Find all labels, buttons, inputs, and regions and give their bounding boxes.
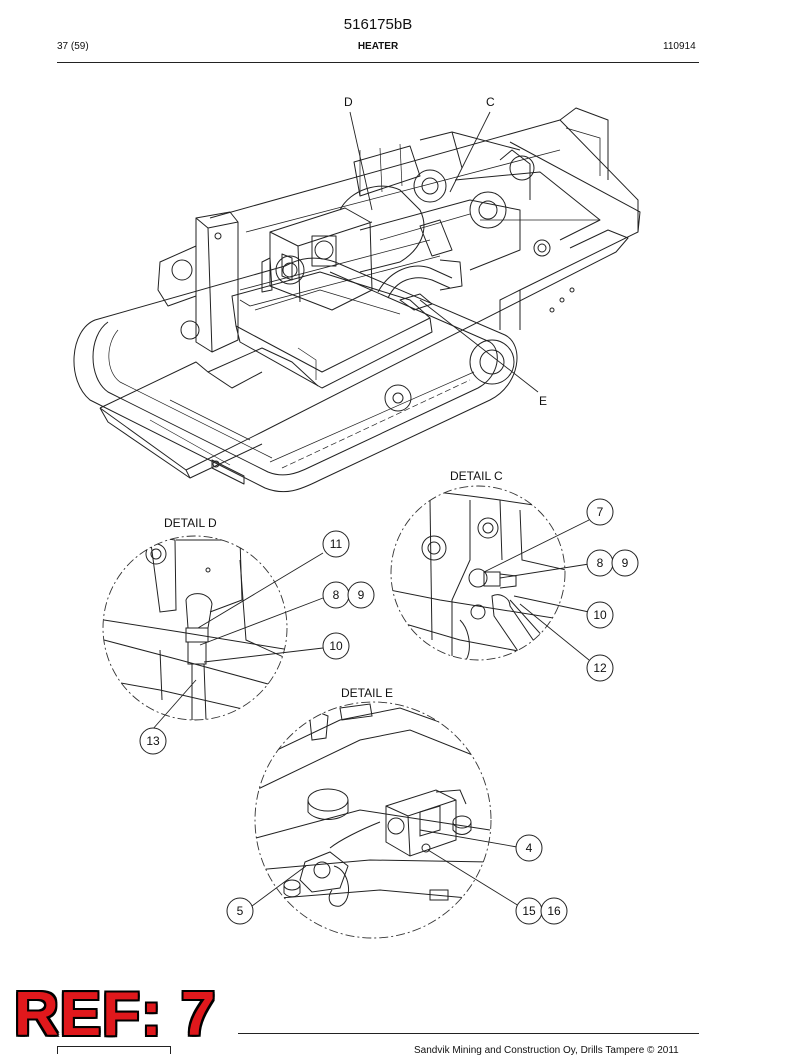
callout-e-16: 16 — [547, 904, 561, 918]
callout-d-10: 10 — [329, 639, 343, 653]
callout-d-13: 13 — [146, 734, 160, 748]
document-code: 516175bB — [343, 16, 413, 33]
callout-e-4: 4 — [526, 841, 533, 855]
footer-rule — [238, 1033, 699, 1034]
callout-e-5: 5 — [237, 904, 244, 918]
page-number: 37 (59) — [57, 41, 89, 52]
callout-c-9: 9 — [622, 556, 629, 570]
callout-c-12: 12 — [593, 661, 607, 675]
callout-d-9: 9 — [358, 588, 365, 602]
footer-copyright: Sandvik Mining and Construction Oy, Dril… — [414, 1045, 679, 1056]
callout-d-8: 8 — [333, 588, 340, 602]
callout-d-11: 11 — [330, 537, 343, 551]
header-rule — [57, 62, 699, 63]
detail-e-label: DETAIL E — [341, 686, 393, 700]
view-label-c: C — [486, 95, 495, 109]
view-label-d: D — [344, 95, 353, 109]
callout-c-8: 8 — [597, 556, 604, 570]
callout-c-10: 10 — [593, 608, 607, 622]
detail-c-view: DETAIL C 7 8 9 10 12 — [390, 469, 639, 682]
main-machine-view — [73, 107, 641, 493]
revision-code: 110914 — [663, 41, 696, 52]
detail-e-view: DETAIL E 4 5 15 16 — [226, 686, 568, 939]
callout-e-15: 15 — [522, 904, 536, 918]
ref-stamp: REF: 7 — [14, 980, 217, 1049]
detail-d-view: DETAIL D 11 8 9 10 13 — [102, 516, 375, 755]
callout-c-7: 7 — [597, 505, 604, 519]
section-title: HEATER — [357, 41, 399, 52]
view-label-e: E — [539, 394, 547, 408]
detail-c-label: DETAIL C — [450, 469, 503, 483]
detail-d-label: DETAIL D — [164, 516, 217, 530]
company-logo-frame — [57, 1046, 171, 1054]
view-leaders — [349, 111, 539, 393]
